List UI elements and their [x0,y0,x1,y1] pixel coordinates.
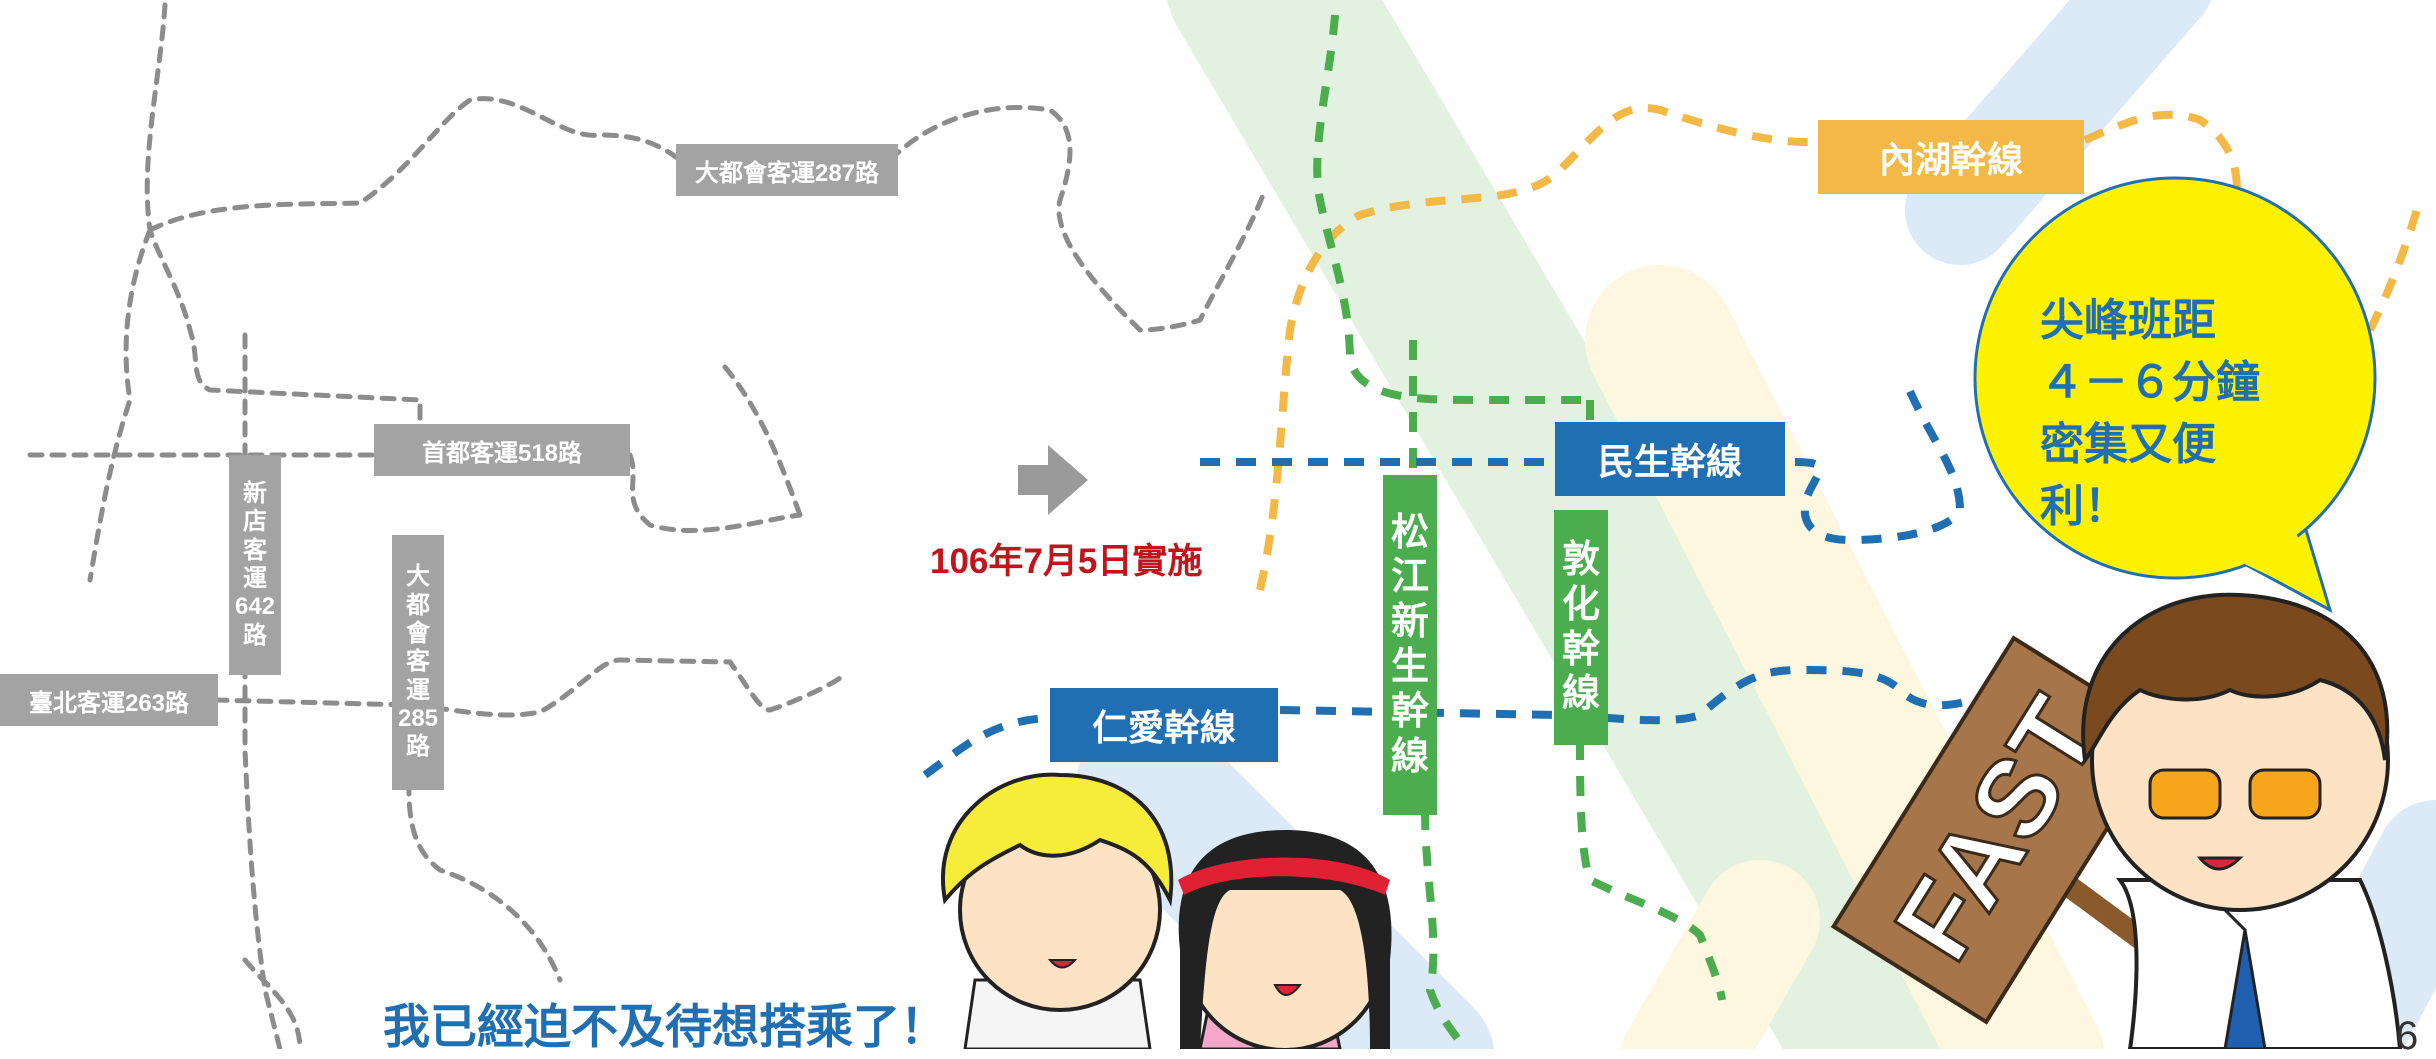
speech-bubble [1973,176,2377,614]
bubble-line-1: 尖峰班距 [2040,296,2216,345]
man-character [2081,592,2403,1049]
dark-haired-girl-character [1178,830,1392,1049]
start-date-text: 106年7月5日實施 [930,542,1203,581]
bubble-text: 尖峰班距 ４－６分鐘 密集又便利！ [2040,290,2300,538]
blond-kid-character [941,772,1174,1049]
route-263-label: 臺北客運263路 [0,674,218,726]
excited-caption: 我已經迫不及待想搭乘了！ [383,1000,947,1053]
renai-trunk-label: 仁愛幹線 [1050,688,1278,762]
songjiang-trunk-label: 松江新生幹線 [1383,475,1437,815]
bubble-line-2: ４－６分鐘 [2040,358,2260,407]
route-287-label: 大都會客運287路 [676,144,898,196]
route-518-label: 首都客運518路 [374,424,630,476]
arrow-right-icon [1018,445,1088,515]
neihu-trunk-label: 內湖幹線 [1818,120,2084,194]
bubble-line-3: 密集又便利！ [2040,420,2216,531]
minsheng-trunk-label: 民生幹線 [1555,422,1785,496]
dunhua-trunk-label: 敦化幹線 [1554,510,1608,745]
page-number: 6 [2396,1014,2419,1058]
new-trunk-lines [922,14,2424,1049]
